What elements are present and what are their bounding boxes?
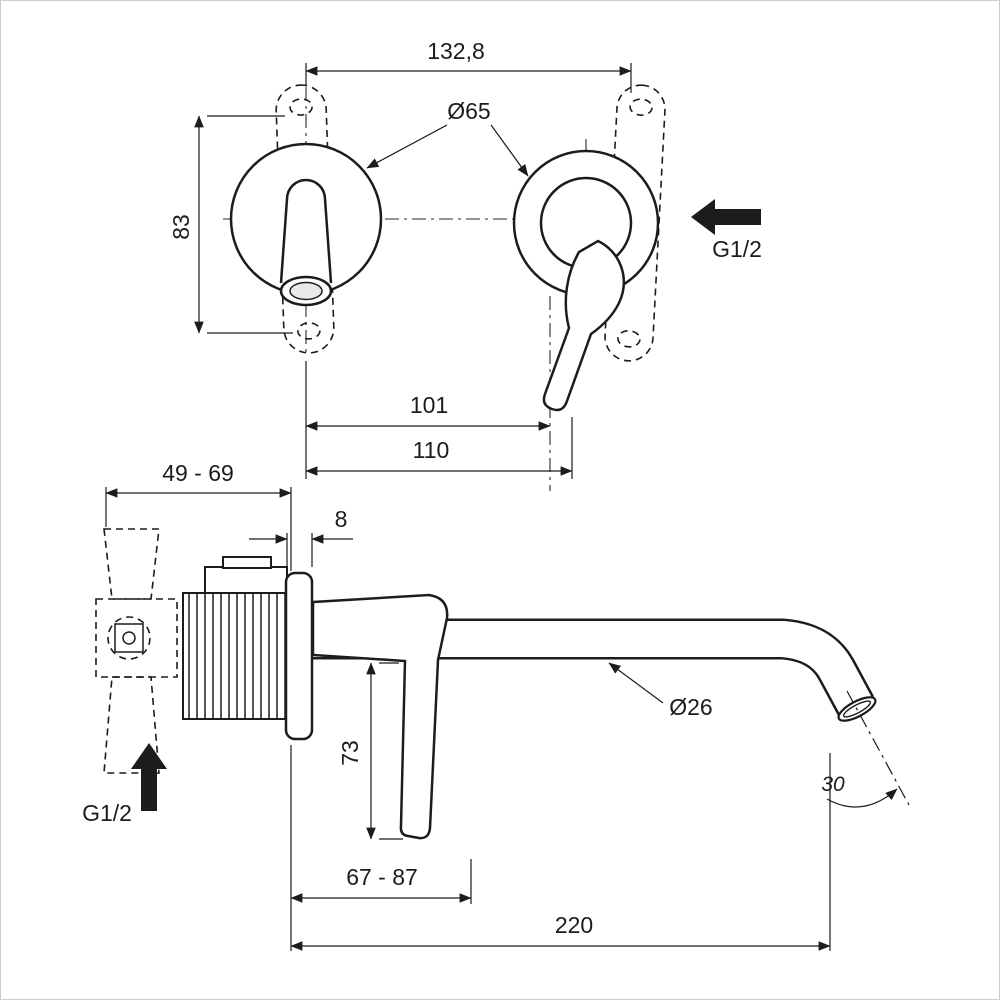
dimension-handle-reach-value: 67 - 87	[346, 864, 418, 890]
dimension-trim-8: 8	[249, 506, 353, 567]
dimension-110-value: 110	[413, 437, 450, 463]
inlet-arrow-up-icon	[131, 743, 167, 811]
concealed-body-hidden	[95, 528, 178, 774]
body-top-lug	[103, 528, 160, 600]
dimension-depth-49-69: 49 - 69	[105, 460, 292, 571]
side-view: G1/2 Ø26 30 49 - 69 8	[82, 460, 910, 951]
spout-diameter-value: Ø26	[669, 694, 712, 720]
spout-aerator	[289, 281, 323, 301]
dimension-width-value: 132,8	[427, 38, 485, 64]
cartridge-step-small	[222, 556, 272, 569]
bottom-inlet-connection: G1/2	[82, 743, 167, 826]
dimension-101: 101	[305, 361, 551, 479]
top-inlet-connection: G1/2	[691, 199, 762, 262]
dimension-handle-73: 73	[337, 662, 403, 840]
left-bracket-screw-hole-bottom	[297, 322, 321, 340]
dimension-width-132-8: 132,8	[305, 38, 632, 93]
leader-to-left-escutcheon	[366, 124, 448, 169]
handle-front-view	[512, 149, 660, 412]
dimension-handle-value: 73	[337, 740, 363, 766]
top-inlet-label: G1/2	[712, 236, 762, 262]
spout-body-right-edge	[323, 198, 333, 284]
leader-to-right-escutcheon	[490, 124, 529, 177]
wall-trim-plate	[284, 571, 314, 741]
dimension-101-value: 101	[410, 392, 448, 418]
body-screw-detail	[114, 623, 144, 653]
handle-lever-front	[542, 239, 625, 412]
left-bracket-screw-hole-top	[289, 98, 313, 116]
spout-body-top-arc	[285, 178, 327, 200]
spout-angle-value: 30	[821, 773, 845, 796]
front-view: G1/2 132,8 Ø65 83 101	[168, 38, 762, 491]
dimension-trim-value: 8	[335, 506, 348, 532]
dimension-reach-220: 220	[290, 753, 831, 951]
body-valve-circle	[107, 616, 151, 660]
dimension-depth-value: 49 - 69	[162, 460, 234, 486]
spout-body-left-edge	[279, 198, 289, 284]
label-escutcheon-diameter: Ø65	[366, 98, 529, 177]
inlet-arrow-left-icon	[691, 199, 761, 235]
leader-to-spout	[608, 662, 664, 704]
spout-axis-extension	[846, 690, 910, 806]
body-bottom-lug	[103, 676, 160, 774]
dimension-reach-value: 220	[555, 912, 593, 938]
dimension-handle-reach-67-87: 67 - 87	[290, 859, 472, 904]
body-middle-block	[95, 598, 178, 678]
label-spout-diameter: Ø26	[608, 662, 713, 720]
dimension-height-value: 83	[168, 214, 194, 240]
screw-head-icon	[122, 631, 136, 645]
right-bracket-screw-hole-bottom	[617, 330, 641, 348]
handle-lever-side	[311, 593, 449, 840]
bottom-inlet-label: G1/2	[82, 800, 132, 826]
escutcheon-diameter-value: Ø65	[447, 98, 490, 124]
spout-angle-indication: 30	[821, 690, 910, 808]
angle-arc	[826, 788, 898, 808]
spout-escutcheon	[229, 142, 383, 296]
spout-tube-fill	[310, 621, 872, 715]
right-bracket-screw-hole-top	[629, 98, 653, 116]
dimension-height-83: 83	[168, 115, 293, 334]
right-mounting-bracket-hidden	[604, 84, 666, 362]
spout-front-view	[229, 142, 383, 307]
spout-outlet-bore	[842, 700, 872, 718]
right-bracket-outline	[604, 84, 666, 362]
dimension-110: 110	[305, 417, 573, 479]
cartridge-step-large	[204, 566, 288, 594]
sleeve-threads	[182, 592, 287, 720]
threaded-sleeve	[182, 556, 288, 720]
